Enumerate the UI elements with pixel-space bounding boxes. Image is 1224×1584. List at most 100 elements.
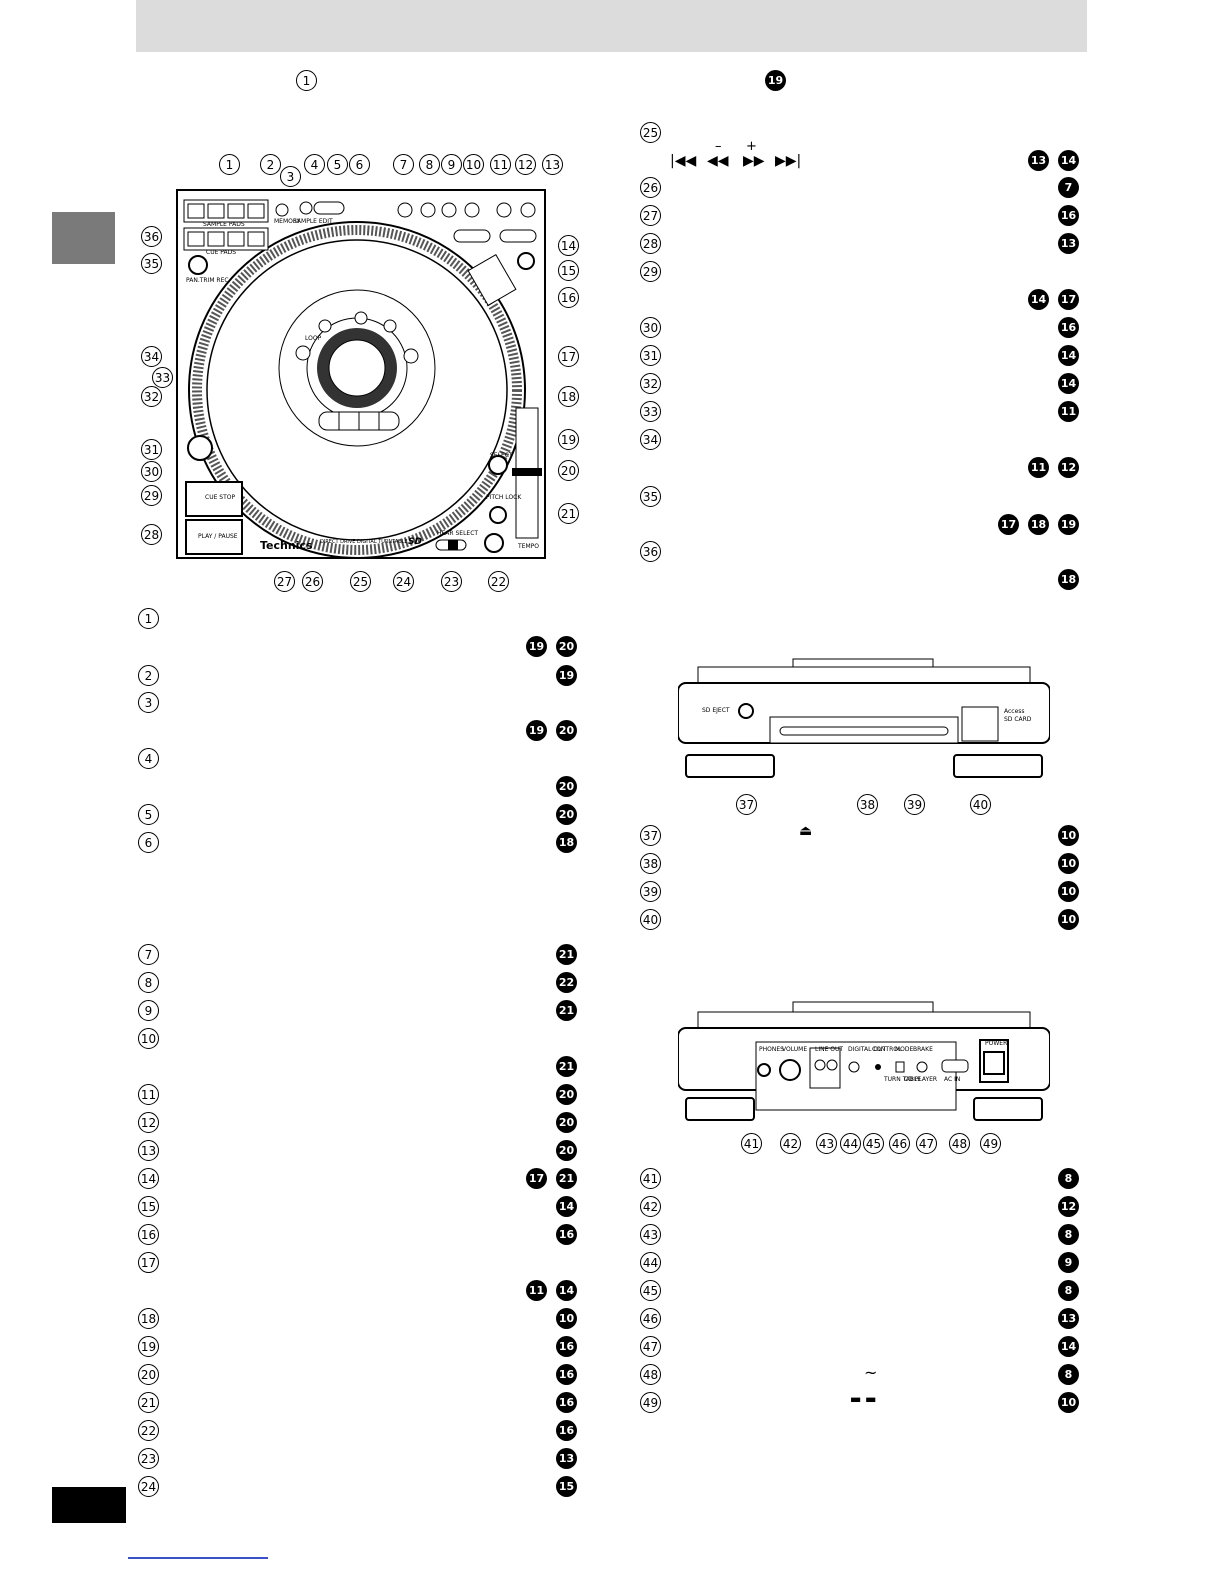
- intro-ref-filled: 19: [765, 70, 786, 91]
- left-item-22: 22: [138, 1420, 159, 1441]
- fast-forward-icon: ▶▶: [743, 153, 765, 169]
- sd-logo-label: SD: [408, 537, 422, 547]
- figure-callout-18: 18: [558, 386, 579, 407]
- right-item-29-page-ref: 14: [1028, 289, 1049, 310]
- figure-callout-24: 24: [393, 571, 414, 592]
- left-item-14-page-ref: 17: [526, 1168, 547, 1189]
- footer-link[interactable]: [128, 1557, 268, 1559]
- ac-tilde-icon: ~: [864, 1363, 878, 1382]
- sd-eject-label: SD EJECT: [702, 707, 730, 714]
- left-item-16: 16: [138, 1224, 159, 1245]
- left-item-22-page-ref: 16: [556, 1420, 577, 1441]
- loop-label: LOOP: [305, 335, 322, 342]
- skip-back-icon: |◀◀: [670, 153, 697, 169]
- figure-callout-29: 29: [141, 485, 162, 506]
- figure-callout-32: 32: [141, 386, 162, 407]
- front-callout-38: 38: [857, 794, 878, 815]
- figure-callout-5: 5: [327, 154, 348, 175]
- left-item-7-page-ref: 21: [556, 944, 577, 965]
- sd-card-label: SD CARD: [1004, 716, 1032, 723]
- left-item-1-page-ref: 20: [556, 636, 577, 657]
- left-item-13: 13: [138, 1140, 159, 1161]
- front-callout-37: 37: [736, 794, 757, 815]
- brake-label: BRAKE: [913, 1046, 933, 1053]
- left-item-3: 3: [138, 692, 159, 713]
- rear-callout-41: 41: [741, 1133, 762, 1154]
- left-item-17-page-ref: 14: [556, 1280, 577, 1301]
- right-item-35-page-ref: 18: [1028, 514, 1049, 535]
- right-item-37: 37: [640, 825, 661, 846]
- figure-callout-8: 8: [419, 154, 440, 175]
- right-item-48: 48: [640, 1364, 661, 1385]
- right-item-28: 28: [640, 233, 661, 254]
- front-callout-40: 40: [970, 794, 991, 815]
- left-item-8: 8: [138, 972, 159, 993]
- left-item-19-page-ref: 16: [556, 1336, 577, 1357]
- figure-callout-33: 33: [152, 367, 173, 388]
- pitch-lock-label: PITCH LOCK: [486, 494, 522, 501]
- figure-callout-27: 27: [274, 571, 295, 592]
- right-item-44-page-ref: 9: [1058, 1252, 1079, 1273]
- minus-sign: –: [715, 139, 722, 154]
- left-item-19: 19: [138, 1336, 159, 1357]
- left-item-10: 10: [138, 1028, 159, 1049]
- figure-callout-17: 17: [558, 346, 579, 367]
- right-item-41-page-ref: 8: [1058, 1168, 1079, 1189]
- turntable-top-figure: [176, 189, 546, 559]
- figure-callout-3: 3: [280, 166, 301, 187]
- right-item-29-page-ref: 17: [1058, 289, 1079, 310]
- right-item-25: 25: [640, 122, 661, 143]
- cue-pads-label: CUE PADS: [206, 249, 237, 256]
- figure-callout-1: 1: [219, 154, 240, 175]
- rear-callout-43: 43: [816, 1133, 837, 1154]
- left-item-15-page-ref: 14: [556, 1196, 577, 1217]
- figure-callout-31: 31: [141, 439, 162, 460]
- left-item-14-page-ref: 21: [556, 1168, 577, 1189]
- left-item-7: 7: [138, 944, 159, 965]
- right-item-39-page-ref: 10: [1058, 881, 1079, 902]
- line-out-label: LINE OUT: [815, 1046, 844, 1053]
- figure-callout-10: 10: [463, 154, 484, 175]
- figure-callout-19: 19: [558, 429, 579, 450]
- figure-callout-4: 4: [304, 154, 325, 175]
- footer-tab: [52, 1487, 126, 1523]
- figure-callout-12: 12: [515, 154, 536, 175]
- left-item-24-page-ref: 15: [556, 1476, 577, 1497]
- model-text-label: DIRECT DRIVE DIGITAL TURNTABLE: [320, 539, 408, 545]
- left-item-18: 18: [138, 1308, 159, 1329]
- figure-callout-14: 14: [558, 235, 579, 256]
- right-item-49: 49: [640, 1392, 661, 1413]
- right-item-42-page-ref: 12: [1058, 1196, 1079, 1217]
- left-item-17: 17: [138, 1252, 159, 1273]
- left-item-9-page-ref: 21: [556, 1000, 577, 1021]
- left-item-20-page-ref: 16: [556, 1364, 577, 1385]
- right-item-35: 35: [640, 486, 661, 507]
- rear-callout-47: 47: [916, 1133, 937, 1154]
- right-item-43: 43: [640, 1224, 661, 1245]
- brand-label: Technics: [260, 539, 313, 552]
- left-item-2-page-ref: 19: [556, 665, 577, 686]
- header-bar: [136, 0, 1087, 52]
- figure-callout-16: 16: [558, 287, 579, 308]
- figure-callout-15: 15: [558, 260, 579, 281]
- volume-label: VOLUME: [782, 1046, 808, 1053]
- left-item-8-page-ref: 22: [556, 972, 577, 993]
- right-item-30: 30: [640, 317, 661, 338]
- right-item-29: 29: [640, 261, 661, 282]
- right-item-46: 46: [640, 1308, 661, 1329]
- rear-callout-45: 45: [863, 1133, 884, 1154]
- right-item-48-page-ref: 8: [1058, 1364, 1079, 1385]
- figure-callout-11: 11: [490, 154, 511, 175]
- right-item-35-page-ref: 19: [1058, 514, 1079, 535]
- right-item-31-page-ref: 14: [1058, 345, 1079, 366]
- left-item-6-page-ref: 18: [556, 832, 577, 853]
- figure-callout-13: 13: [542, 154, 563, 175]
- rear-callout-49: 49: [980, 1133, 1001, 1154]
- left-item-20: 20: [138, 1364, 159, 1385]
- rewind-icon: ◀◀: [707, 153, 729, 169]
- figure-callout-6: 6: [349, 154, 370, 175]
- mode-label: MODE: [895, 1046, 914, 1053]
- memory-label: MEMORY: [274, 218, 301, 225]
- control-label: CONTROL: [872, 1046, 902, 1053]
- right-item-45: 45: [640, 1280, 661, 1301]
